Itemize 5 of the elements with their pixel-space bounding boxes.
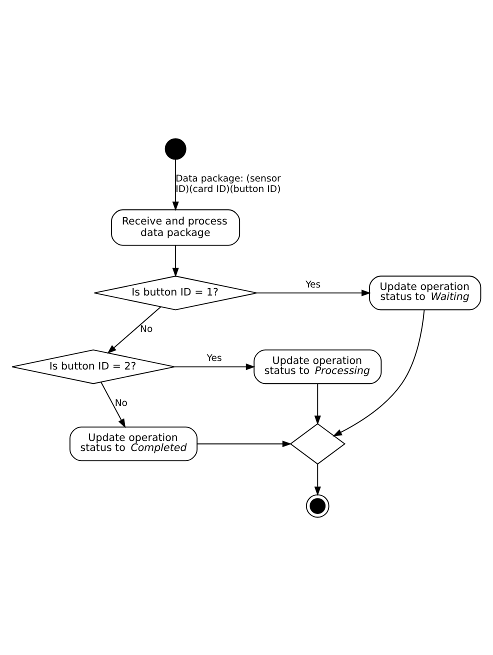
edge-label: Yes — [206, 352, 222, 364]
edge-label: No — [114, 398, 128, 409]
edge-label: Yes — [306, 278, 321, 290]
edge-label: No — [140, 324, 153, 335]
edge-label: Data package: (sensor ID)(card ID)(button ID) — [176, 173, 281, 195]
